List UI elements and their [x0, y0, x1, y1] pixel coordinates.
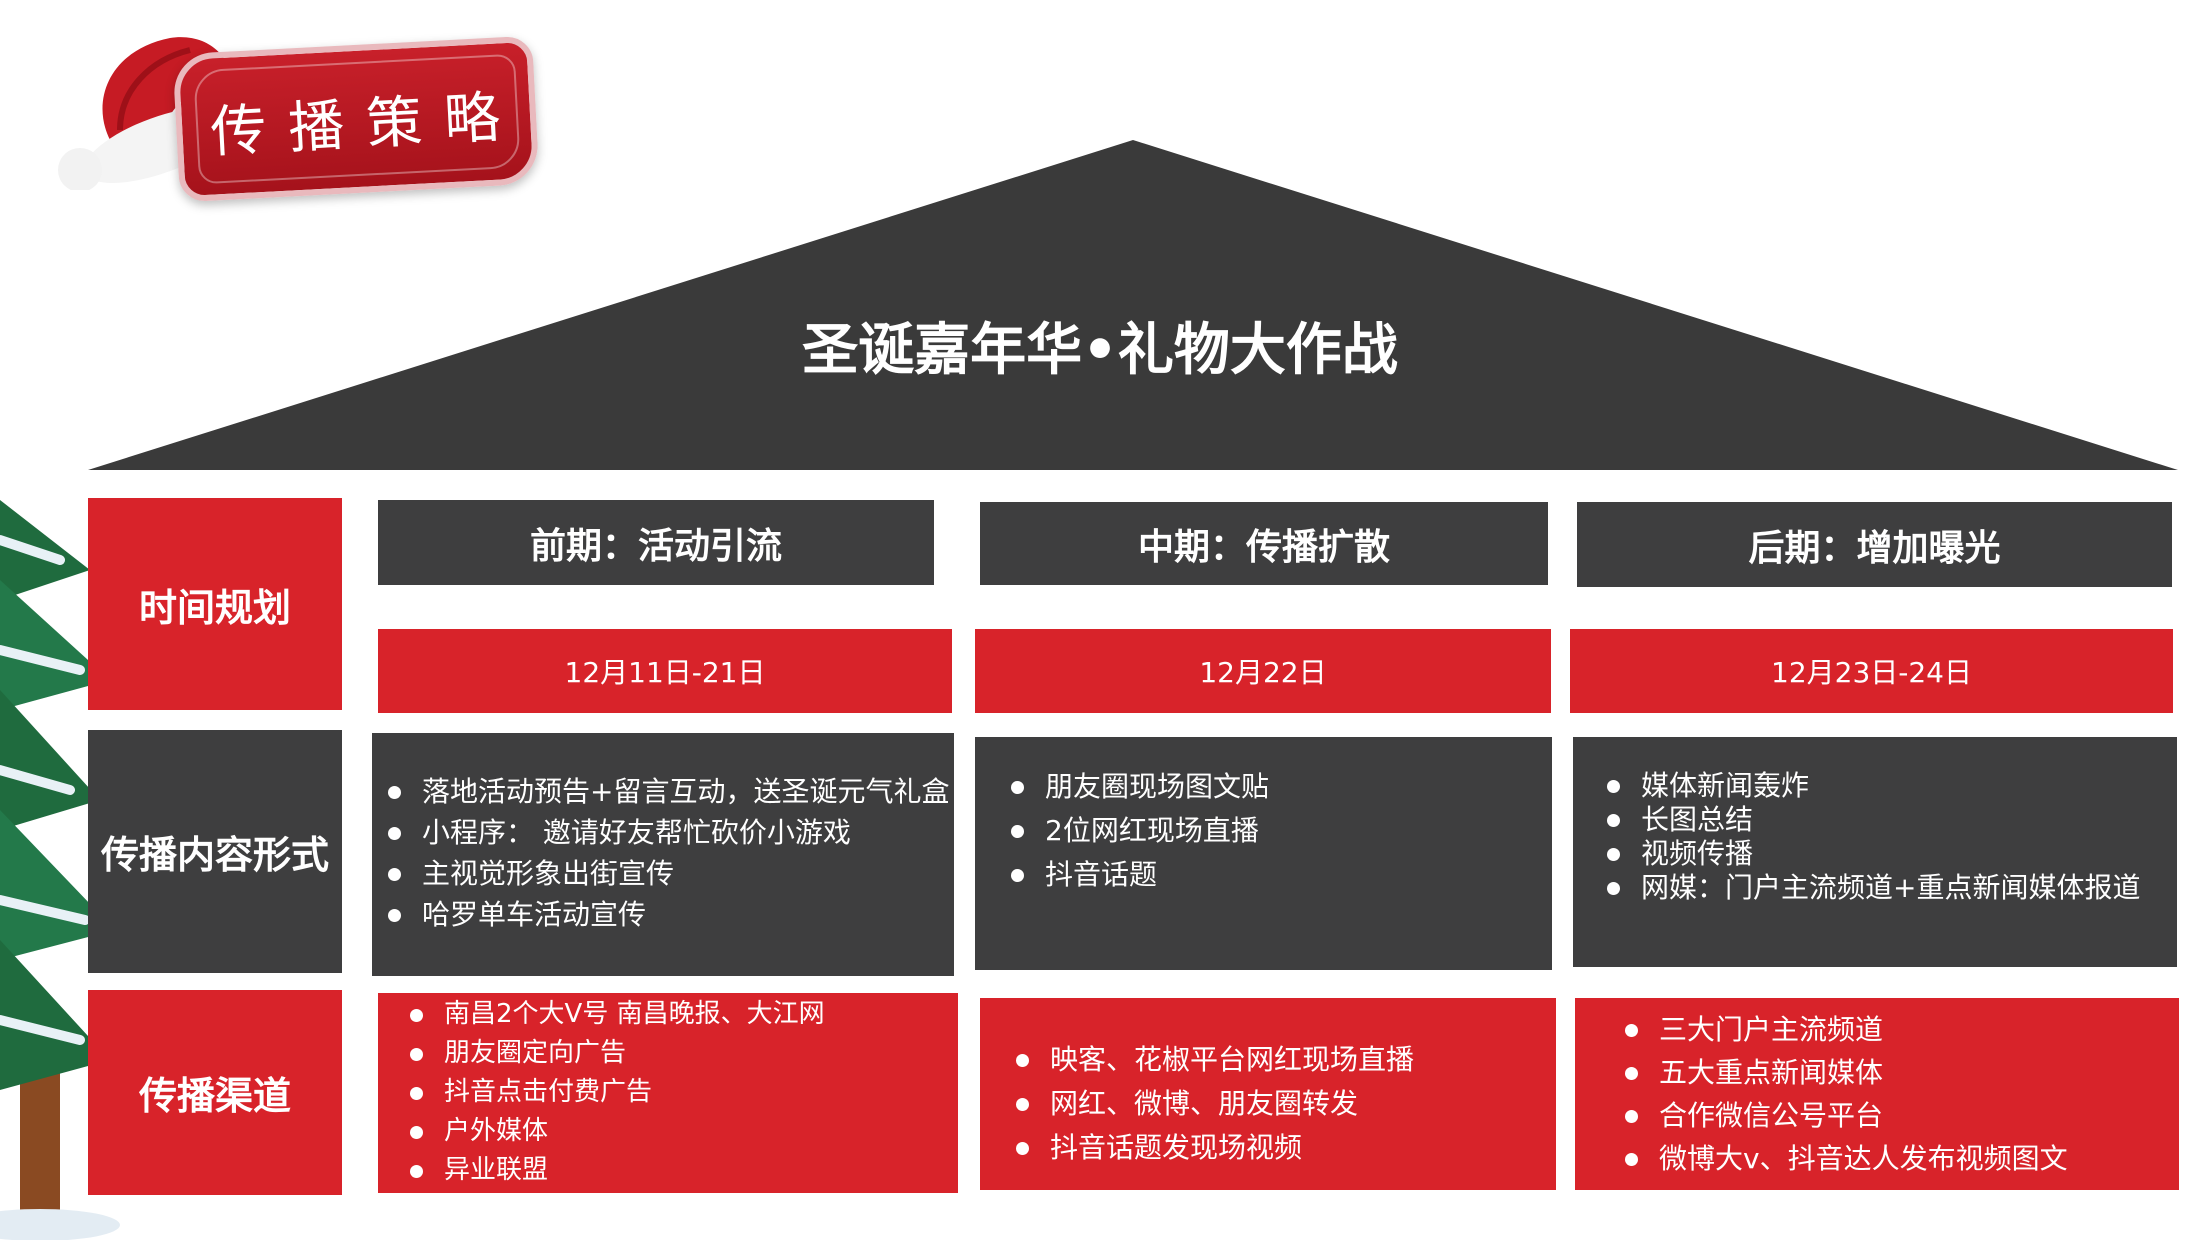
content-cell-early: 落地活动预告+留言互动，送圣诞元气礼盒 小程序： 邀请好友帮忙砍价小游戏 主视觉… — [372, 733, 954, 976]
roof-banner — [88, 140, 2178, 470]
list-item: 五大重点新闻媒体 — [1617, 1051, 2179, 1094]
phase-header-early: 前期：活动引流 — [378, 500, 934, 585]
list-item: 视频传播 — [1599, 837, 2177, 871]
list-item: 网红、微博、朋友圈转发 — [1008, 1082, 1556, 1126]
list-item: 小程序： 邀请好友帮忙砍价小游戏 — [380, 812, 954, 853]
row-label-channel: 传播渠道 — [88, 990, 342, 1195]
list-item: 户外媒体 — [402, 1112, 958, 1151]
channel-cell-middle: 映客、花椒平台网红现场直播 网红、微博、朋友圈转发 抖音话题发现场视频 — [980, 998, 1556, 1190]
list-item: 网媒：门户主流频道+重点新闻媒体报道 — [1599, 871, 2177, 905]
christmas-tree-icon — [0, 500, 120, 1240]
phase-date-early: 12月11日-21日 — [378, 629, 952, 713]
phase-date-late: 12月23日-24日 — [1570, 629, 2173, 713]
list-item: 异业联盟 — [402, 1151, 958, 1190]
phase-header-middle: 中期：传播扩散 — [980, 502, 1548, 585]
list-item: 媒体新闻轰炸 — [1599, 769, 2177, 803]
row-label-content: 传播内容形式 — [88, 730, 342, 973]
list-item: 朋友圈现场图文贴 — [1003, 765, 1552, 809]
list-item: 三大门户主流频道 — [1617, 1008, 2179, 1051]
list-item: 主视觉形象出街宣传 — [380, 853, 954, 894]
list-item: 落地活动预告+留言互动，送圣诞元气礼盒 — [380, 771, 954, 812]
row-label-time: 时间规划 — [88, 498, 342, 710]
list-item: 哈罗单车活动宣传 — [380, 894, 954, 935]
list-item: 抖音话题发现场视频 — [1008, 1126, 1556, 1170]
channel-cell-early: 南昌2个大V号 南昌晚报、大江网 朋友圈定向广告 抖音点击付费广告 户外媒体 异… — [378, 993, 958, 1193]
phase-date-middle: 12月22日 — [975, 629, 1551, 713]
list-item: 映客、花椒平台网红现场直播 — [1008, 1038, 1556, 1082]
content-cell-middle: 朋友圈现场图文贴 2位网红现场直播 抖音话题 — [975, 737, 1552, 970]
content-cell-late: 媒体新闻轰炸 长图总结 视频传播 网媒：门户主流频道+重点新闻媒体报道 — [1573, 737, 2177, 967]
list-item: 2位网红现场直播 — [1003, 809, 1552, 853]
list-item: 南昌2个大V号 南昌晚报、大江网 — [402, 995, 958, 1034]
phase-header-late: 后期：增加曝光 — [1577, 502, 2172, 587]
list-item: 抖音点击付费广告 — [402, 1073, 958, 1112]
list-item: 抖音话题 — [1003, 853, 1552, 897]
channel-cell-late: 三大门户主流频道 五大重点新闻媒体 合作微信公号平台 微博大v、抖音达人发布视频… — [1575, 998, 2179, 1190]
list-item: 长图总结 — [1599, 803, 2177, 837]
list-item: 朋友圈定向广告 — [402, 1034, 958, 1073]
list-item: 合作微信公号平台 — [1617, 1094, 2179, 1137]
list-item: 微博大v、抖音达人发布视频图文 — [1617, 1137, 2179, 1180]
campaign-title: 圣诞嘉年华•礼物大作战 — [802, 317, 1398, 383]
